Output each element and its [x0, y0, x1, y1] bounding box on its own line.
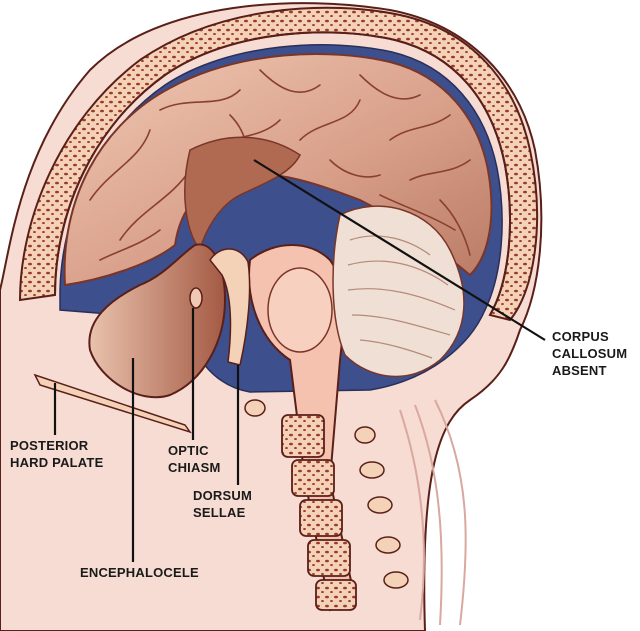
label-line: DORSUM [193, 488, 252, 503]
encephalocele-mass [88, 243, 227, 399]
label-line: HARD PALATE [10, 455, 104, 470]
label-line: CORPUS [552, 329, 609, 344]
label-corpus-callosum-absent: CORPUS CALLOSUM ABSENT [552, 328, 627, 379]
label-line: OPTIC [168, 443, 209, 458]
cervical-vertebrae [281, 414, 357, 611]
label-line: POSTERIOR [10, 438, 89, 453]
diencephalon [184, 136, 301, 252]
label-line: SELLAE [193, 505, 246, 520]
label-dorsum-sellae: DORSUM SELLAE [193, 487, 252, 521]
neck-skin-lines [399, 399, 467, 626]
label-optic-chiasm: OPTIC CHIASM [168, 442, 220, 476]
label-line: CHIASM [168, 460, 221, 475]
leader-corpus-callosum [253, 159, 546, 341]
label-line: ABSENT [552, 363, 607, 378]
optic-chiasm [189, 287, 203, 309]
spinous-processes [354, 426, 409, 589]
cerebellar-folia [347, 235, 456, 359]
label-posterior-hard-palate: POSTERIOR HARD PALATE [10, 437, 103, 471]
skull-inner-rim [54, 31, 511, 316]
leader-lines [53, 159, 546, 562]
atlas [244, 399, 266, 417]
label-encephalocele: ENCEPHALOCELE [80, 564, 199, 581]
posterior-hard-palate [33, 373, 192, 434]
dorsum-sellae-bone [209, 248, 251, 366]
label-line: CALLOSUM [552, 346, 628, 361]
label-line: ENCEPHALOCELE [80, 565, 199, 580]
pons [267, 267, 333, 353]
